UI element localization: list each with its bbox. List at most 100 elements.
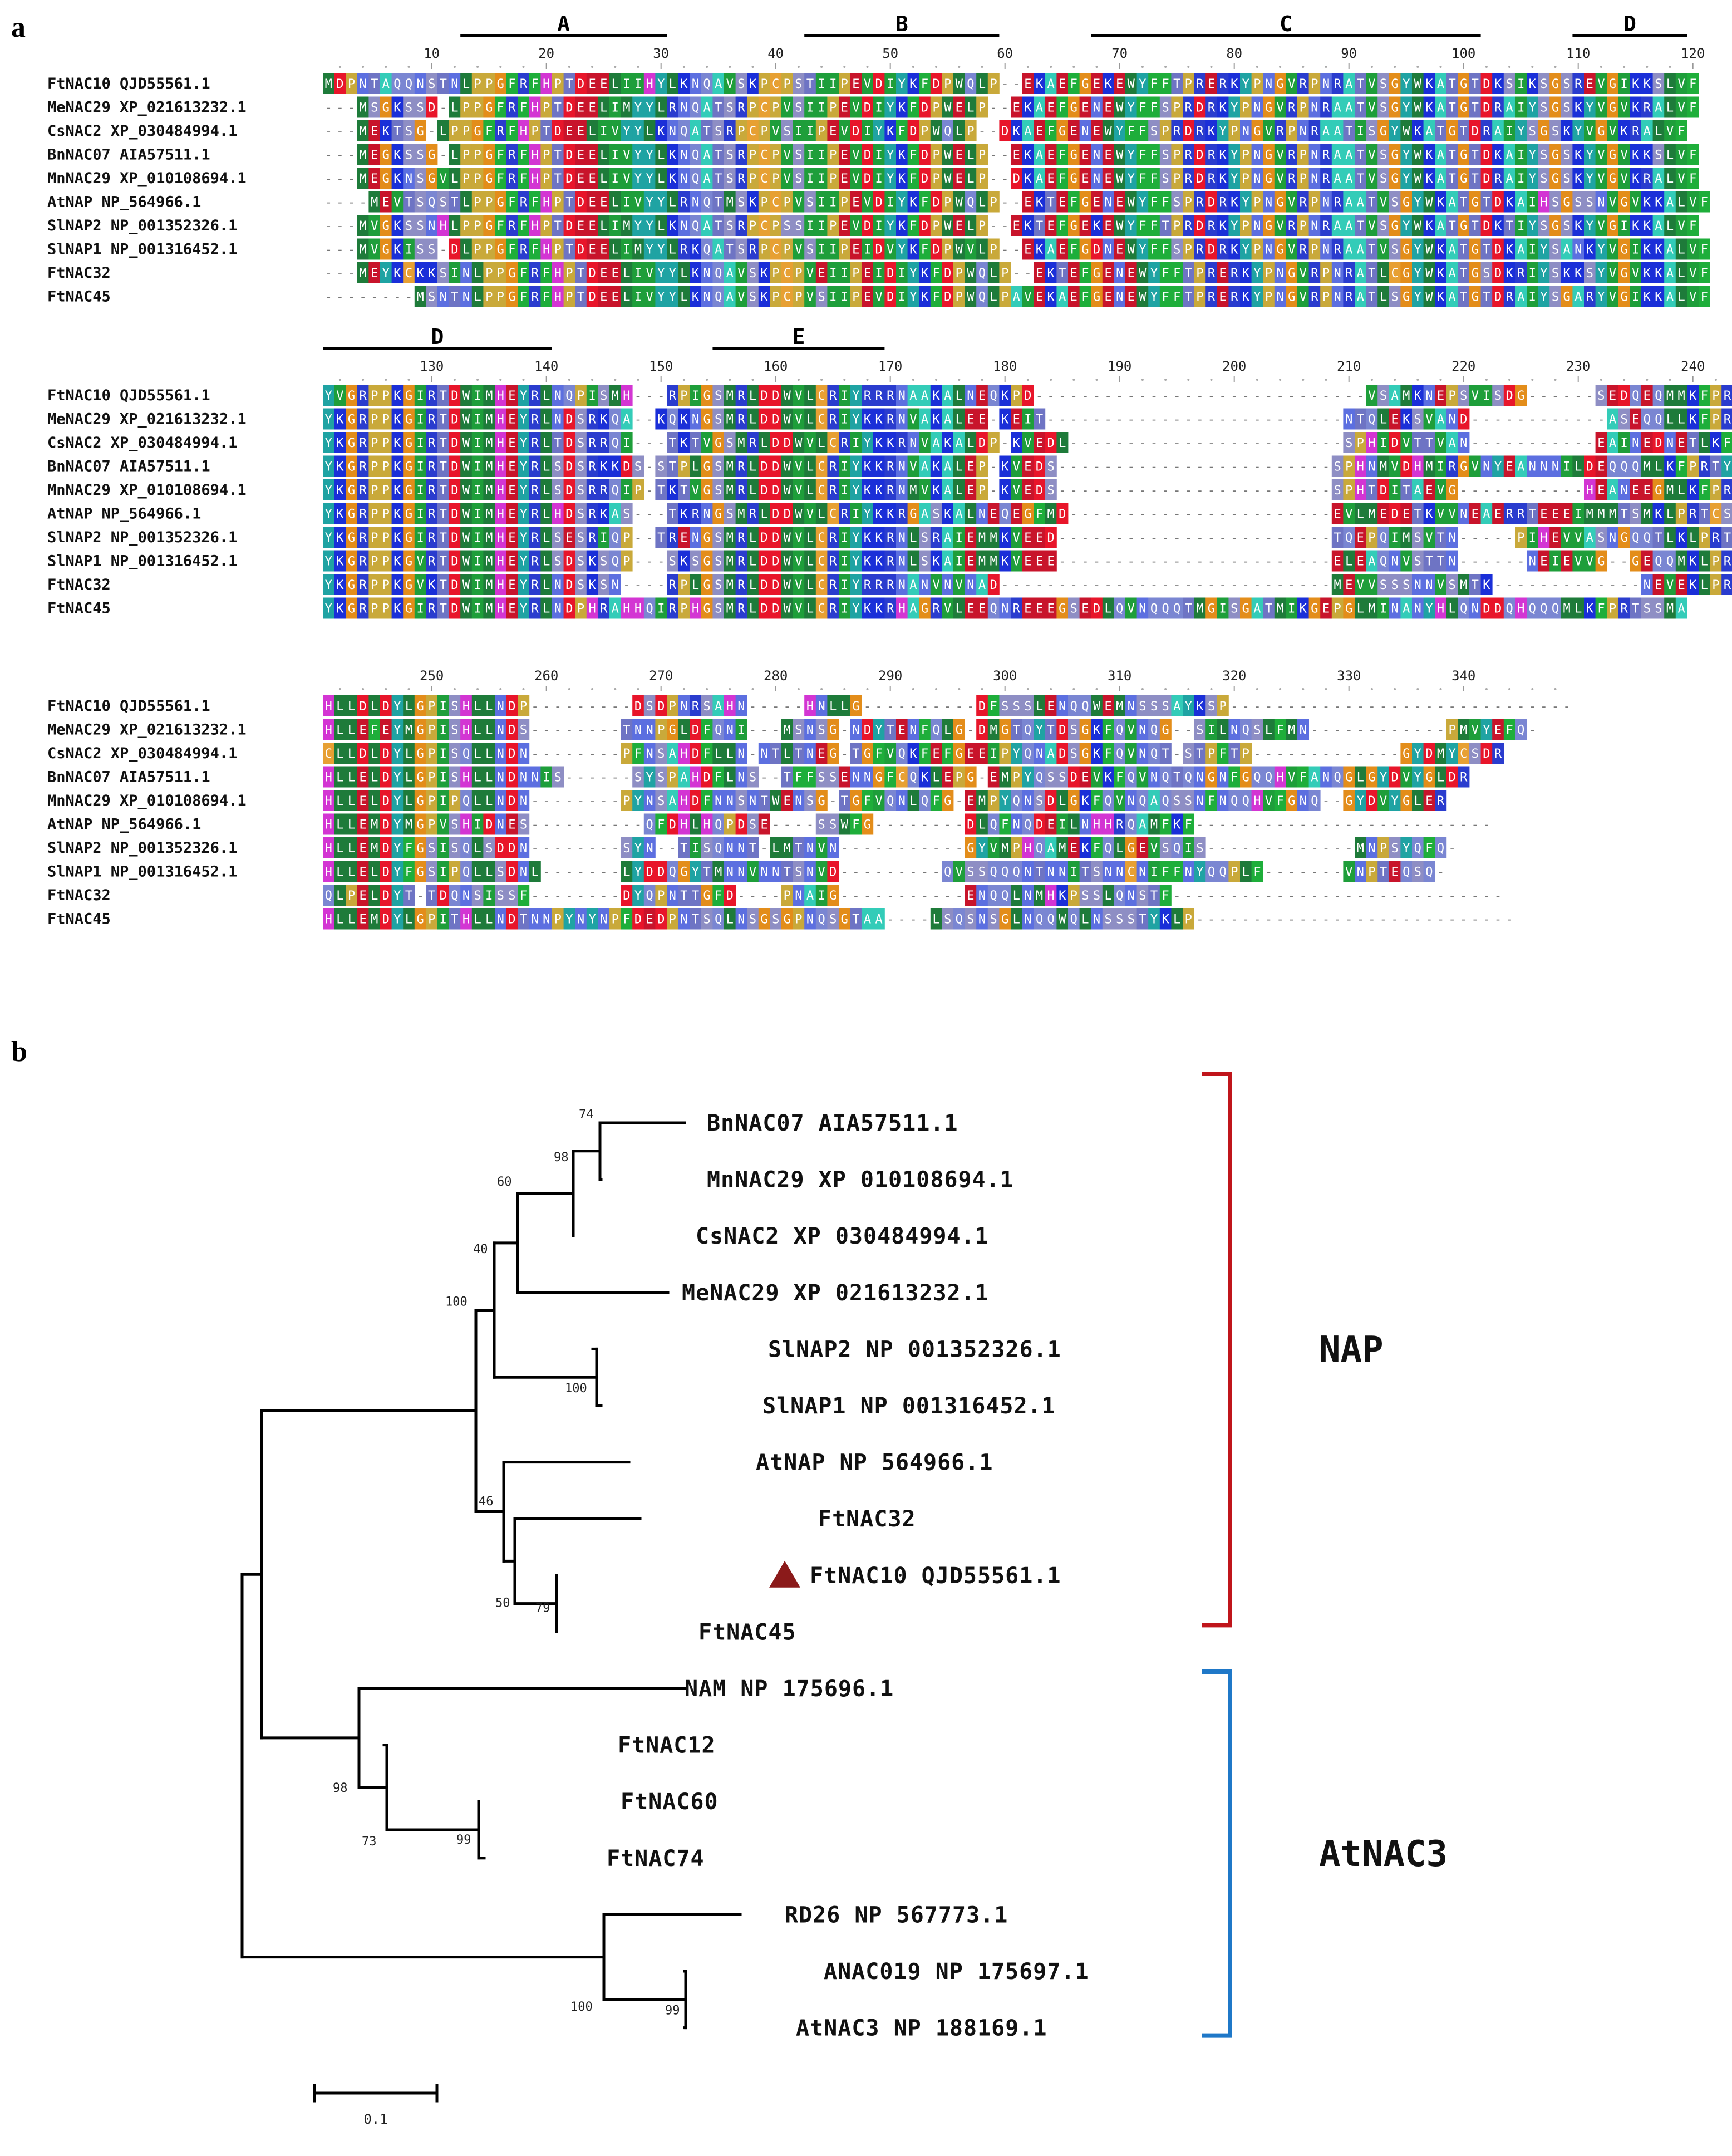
residue: M: [1196, 602, 1203, 616]
residue: H: [1437, 602, 1444, 616]
residue: P: [462, 125, 470, 139]
residue: V: [612, 125, 619, 139]
residue: E: [565, 531, 573, 545]
residue: F: [1047, 125, 1054, 139]
gap: -: [760, 700, 767, 714]
residue: D: [990, 578, 997, 592]
residue: T: [715, 101, 722, 115]
residue: R: [1208, 291, 1216, 305]
gap: -: [990, 101, 997, 115]
residue: F: [990, 700, 997, 714]
residue: H: [1540, 196, 1547, 210]
residue: N: [554, 389, 562, 403]
residue: D: [1196, 172, 1203, 186]
residue: K: [393, 436, 401, 450]
residue: V: [1586, 555, 1593, 569]
residue: R: [887, 413, 894, 427]
ruler-dot: [843, 379, 845, 381]
residue: E: [1437, 389, 1444, 403]
residue: Y: [1242, 243, 1249, 257]
gap: -: [1540, 389, 1547, 403]
residue: R: [428, 436, 436, 450]
residue: F: [508, 196, 515, 210]
residue: K: [1047, 291, 1055, 305]
gap: -: [1505, 413, 1513, 427]
residue: V: [1632, 196, 1639, 210]
residue: K: [1024, 172, 1032, 186]
residue: S: [795, 101, 802, 115]
residue: W: [462, 389, 470, 403]
residue: D: [772, 484, 779, 498]
gap: -: [440, 243, 447, 257]
residue: G: [1391, 219, 1398, 233]
residue: D: [760, 578, 767, 592]
motif-label: C: [1280, 12, 1292, 36]
gap: -: [1529, 389, 1536, 403]
residue: T: [1460, 243, 1467, 257]
sequence-name: FtNAC10 QJD55561.1: [47, 75, 210, 92]
residue: G: [1609, 77, 1616, 91]
residue: V: [1574, 531, 1582, 545]
residue: E: [852, 196, 859, 210]
residue: Y: [520, 555, 527, 569]
gap: -: [1219, 555, 1226, 569]
residue: S: [784, 125, 791, 139]
residue: E: [1104, 291, 1111, 305]
gap: -: [1563, 413, 1570, 427]
residue: K: [393, 149, 401, 163]
gap: -: [1185, 484, 1192, 498]
residue: M: [726, 578, 734, 592]
gap: -: [1529, 436, 1536, 450]
residue: V: [795, 413, 802, 427]
residue: S: [1540, 172, 1547, 186]
residue: K: [1425, 149, 1433, 163]
residue: R: [829, 531, 837, 545]
residue: G: [416, 125, 424, 139]
residue: H: [1414, 460, 1421, 474]
residue: N: [1253, 149, 1261, 163]
residue: D: [1380, 484, 1387, 498]
gap: -: [887, 700, 894, 714]
residue: I: [612, 219, 619, 233]
residue: V: [909, 413, 917, 427]
residue: L: [749, 555, 756, 569]
residue: H: [623, 602, 630, 616]
residue: Q: [1632, 389, 1639, 403]
residue: V: [1574, 555, 1582, 569]
residue: I: [898, 291, 906, 305]
residue: F: [508, 125, 515, 139]
gap: -: [1322, 508, 1330, 522]
residue: E: [1036, 531, 1043, 545]
residue: T: [1185, 291, 1192, 305]
residue: D: [772, 578, 779, 592]
residue: K: [1574, 172, 1582, 186]
residue: R: [359, 531, 367, 545]
gap: -: [1150, 555, 1158, 569]
residue: E: [1391, 413, 1398, 427]
residue: R: [1231, 267, 1238, 281]
gap: -: [440, 149, 447, 163]
gap: -: [1322, 700, 1330, 714]
residue: G: [703, 602, 710, 616]
residue: Q: [967, 196, 974, 210]
residue: L: [543, 389, 550, 403]
residue: Q: [715, 291, 722, 305]
residue: F: [1070, 196, 1077, 210]
ruler-dot: [729, 688, 731, 690]
residue: L: [612, 243, 619, 257]
residue: R: [1208, 219, 1216, 233]
residue: S: [795, 77, 802, 91]
residue: V: [1597, 77, 1605, 91]
residue: G: [1620, 531, 1627, 545]
residue: L: [1701, 436, 1708, 450]
gap: -: [1505, 700, 1513, 714]
residue: G: [1609, 172, 1616, 186]
residue: A: [715, 243, 722, 257]
residue: V: [1609, 196, 1616, 210]
residue: T: [371, 77, 378, 91]
residue: Q: [1345, 531, 1352, 545]
residue: P: [371, 555, 378, 569]
gap: -: [1231, 389, 1238, 403]
residue: M: [612, 389, 619, 403]
ruler-dot: [591, 688, 593, 690]
